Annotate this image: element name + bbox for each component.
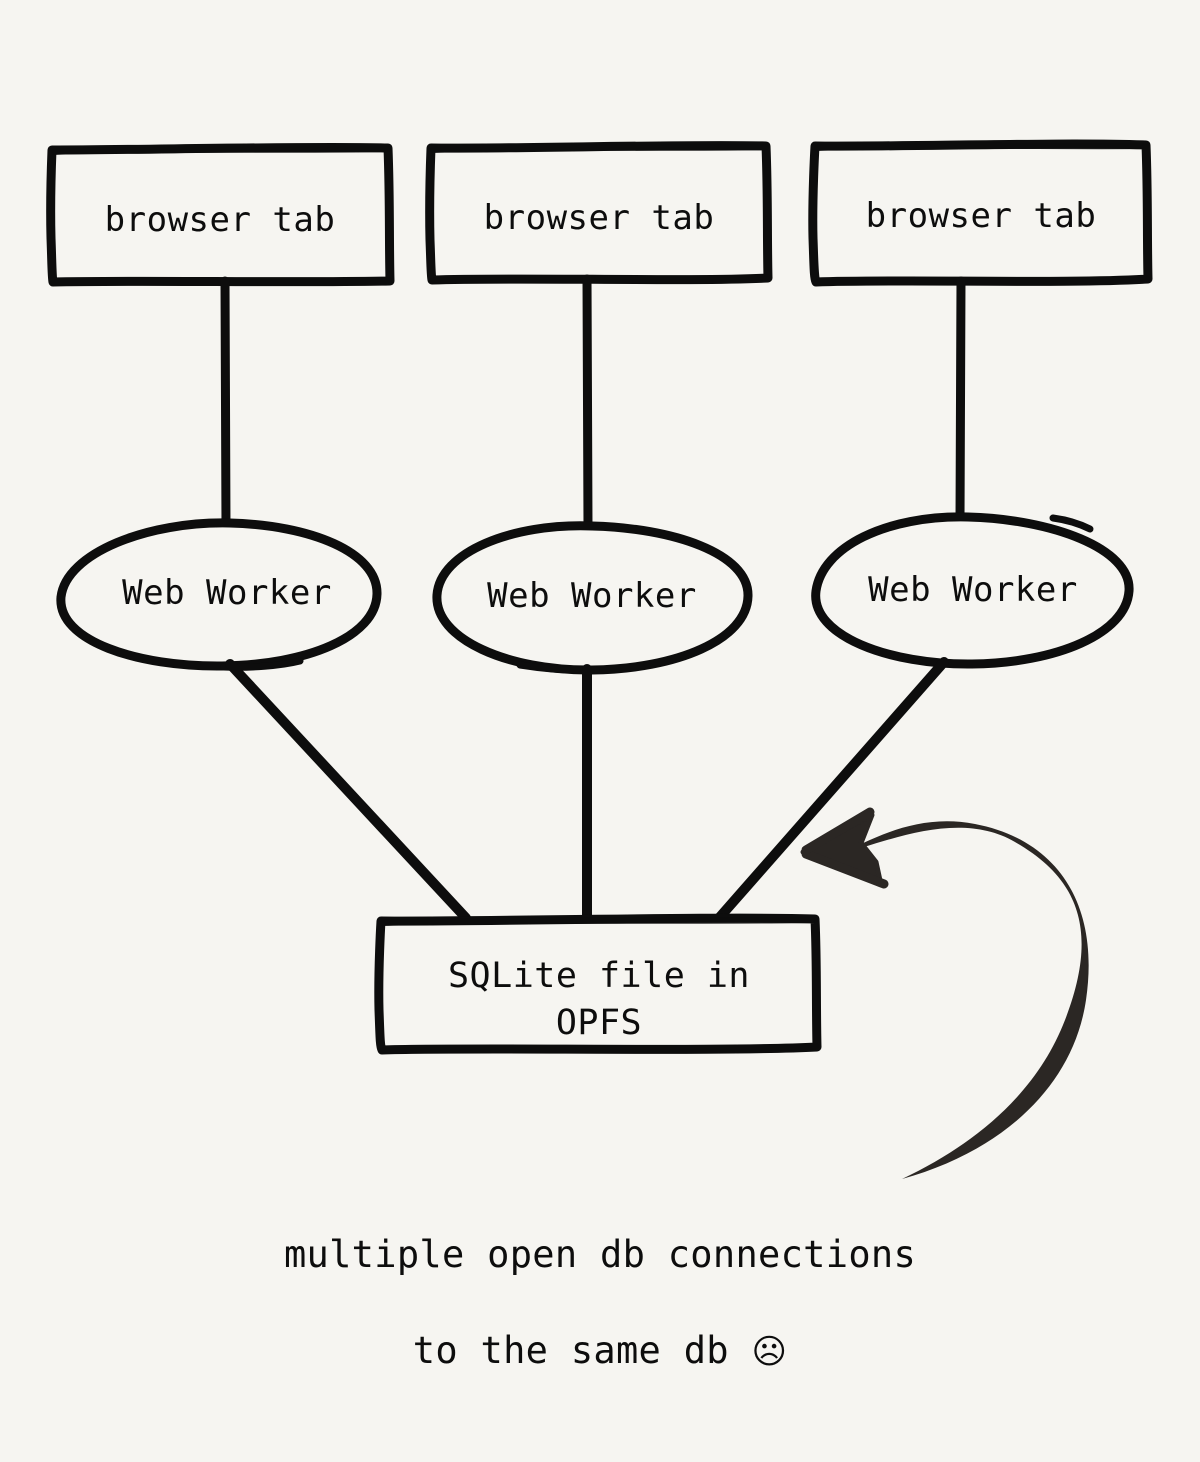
annotation-line-1: multiple open db connections: [283, 1233, 917, 1276]
browser-tab-box-3[interactable]: [808, 139, 1153, 287]
connector-worker3-store: [714, 657, 949, 923]
connector-tab1-worker1: [220, 276, 231, 532]
browser-tab-box-1[interactable]: [46, 142, 395, 287]
web-worker-ellipse-3[interactable]: [811, 512, 1134, 669]
connector-worker1-store: [225, 659, 471, 923]
frowning-face-icon: ☹: [751, 1332, 788, 1372]
connector-tab3-worker3: [955, 276, 966, 525]
web-worker-ellipse-2[interactable]: [432, 521, 753, 675]
sqlite-opfs-box[interactable]: [374, 913, 822, 1055]
annotation-curved-arrow: [800, 807, 1089, 1179]
annotation-line-2: to the same db: [412, 1329, 729, 1372]
browser-tab-box-2[interactable]: [425, 141, 773, 285]
annotation-caption: multiple open db connections to the same…: [150, 1183, 1050, 1376]
connector-tab2-worker2: [582, 274, 593, 532]
web-worker-ellipse-1[interactable]: [56, 518, 382, 671]
